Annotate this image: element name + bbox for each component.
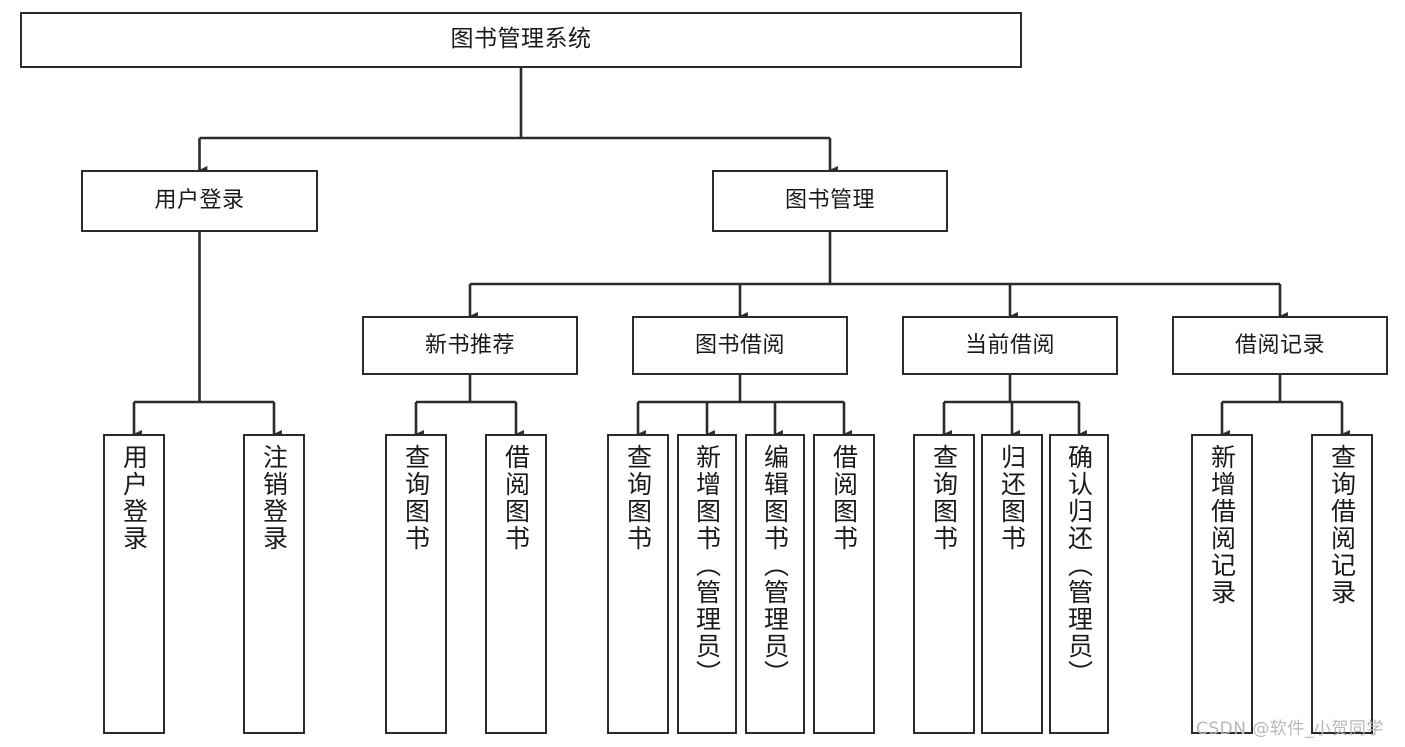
node-leaf-borrow-3[interactable]: 编辑图书（管理员） (745, 434, 805, 734)
node-leaf-borrow-2[interactable]: 新增图书（管理员） (677, 434, 737, 734)
node-label: 新书推荐 (424, 332, 515, 358)
node-label: 编辑图书（管理员） (760, 444, 790, 687)
node-leaf-new-2[interactable]: 借阅图书 (485, 434, 547, 734)
node-label: 用户登录 (154, 188, 245, 214)
node-bookmgmt[interactable]: 图书管理 (712, 170, 948, 232)
node-label: 借阅图书 (829, 444, 859, 552)
node-records[interactable]: 借阅记录 (1172, 316, 1388, 375)
node-label: 新增借阅记录 (1207, 444, 1237, 606)
node-leaf-rec-2[interactable]: 查询借阅记录 (1311, 434, 1373, 734)
node-leaf-cur-1[interactable]: 查询图书 (913, 434, 975, 734)
node-borrow[interactable]: 图书借阅 (632, 316, 848, 375)
node-label: 查询图书 (623, 444, 653, 552)
node-newbook[interactable]: 新书推荐 (362, 316, 578, 375)
node-root[interactable]: 图书管理系统 (20, 12, 1022, 68)
node-label: 查询借阅记录 (1327, 444, 1357, 606)
node-leaf-login-2[interactable]: 注销登录 (243, 434, 305, 734)
node-label: 借阅记录 (1234, 332, 1325, 358)
node-label: 图书管理 (784, 188, 875, 214)
node-leaf-new-1[interactable]: 查询图书 (385, 434, 447, 734)
node-leaf-borrow-4[interactable]: 借阅图书 (813, 434, 875, 734)
node-label: 确认归还（管理员） (1064, 444, 1094, 687)
node-leaf-rec-1[interactable]: 新增借阅记录 (1191, 434, 1253, 734)
node-label: 查询图书 (929, 444, 959, 552)
node-label: 查询图书 (401, 444, 431, 552)
node-label: 图书借阅 (694, 332, 785, 358)
node-current[interactable]: 当前借阅 (902, 316, 1118, 375)
node-label: 当前借阅 (964, 332, 1055, 358)
node-leaf-cur-3[interactable]: 确认归还（管理员） (1049, 434, 1109, 734)
node-label: 归还图书 (997, 444, 1027, 552)
node-leaf-borrow-1[interactable]: 查询图书 (607, 434, 669, 734)
node-label: 借阅图书 (501, 444, 531, 552)
node-login[interactable]: 用户登录 (81, 170, 318, 232)
node-label: 图书管理系统 (450, 26, 592, 53)
node-leaf-cur-2[interactable]: 归还图书 (981, 434, 1043, 734)
node-label: 用户登录 (119, 444, 149, 552)
csdn-watermark: CSDN @软件_小贺同学 (1196, 719, 1384, 739)
node-label: 注销登录 (259, 444, 289, 552)
node-label: 新增图书（管理员） (692, 444, 722, 687)
node-leaf-login-1[interactable]: 用户登录 (103, 434, 165, 734)
